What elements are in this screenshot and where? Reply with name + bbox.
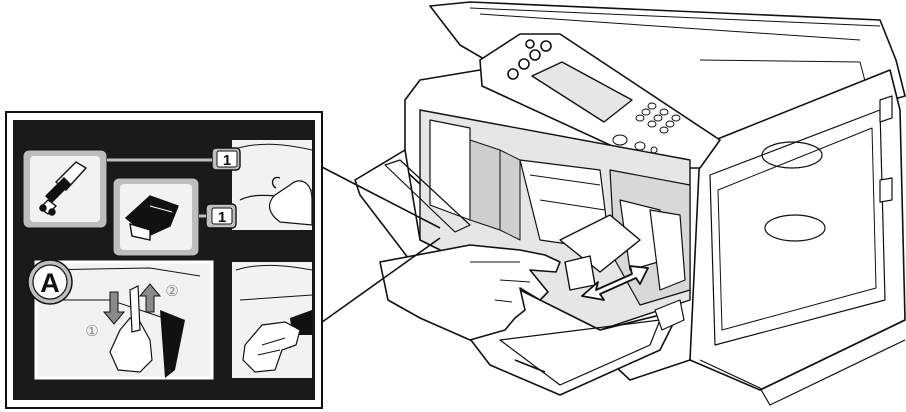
arrow-up	[138, 283, 162, 313]
step-2-label: ②	[165, 282, 178, 300]
panel-a-letter: A	[40, 268, 60, 298]
toner-cartridge-icon	[38, 161, 88, 216]
drum-unit-icon	[124, 195, 179, 241]
hand-icon	[379, 244, 561, 341]
panel-b-hand	[242, 321, 301, 373]
detail-inset: 1 1 ② ① A	[5, 111, 323, 409]
callout-pointer	[317, 164, 441, 326]
badge-mid-label: 1	[218, 209, 226, 226]
arrow-down	[102, 291, 126, 325]
panel-a-badge: A	[27, 259, 73, 305]
keypad	[612, 102, 681, 154]
badge-mid: 1	[205, 203, 237, 229]
step-1-label: ①	[85, 322, 98, 340]
pull-direction-arrow	[581, 265, 649, 301]
badge-top: 1	[211, 147, 241, 171]
touch-display	[531, 61, 633, 123]
printer-machine	[354, 1, 906, 406]
badge-top-label: 1	[223, 152, 231, 169]
